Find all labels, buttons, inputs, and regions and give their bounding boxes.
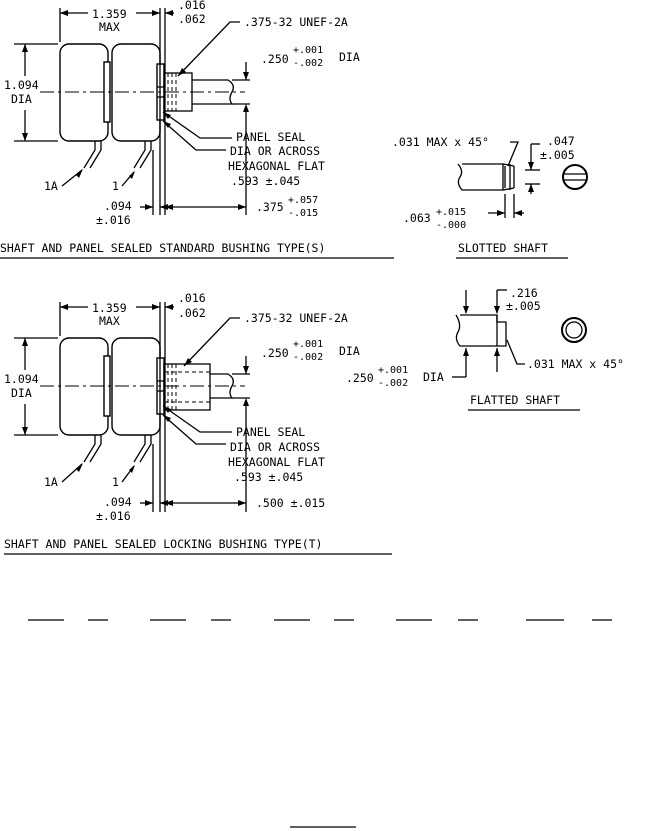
panel-seal-label: PANEL SEAL	[236, 425, 305, 439]
standard-caption: SHAFT AND PANEL SEALED STANDARD BUSHING …	[0, 241, 325, 255]
body-length-dim: 1.359	[92, 7, 127, 21]
locking-bushing-view: 1.359 MAX .016 .062 .375-32 UNEF-2A .250…	[4, 291, 392, 555]
bushing-dim: .500 ±.015	[256, 496, 325, 510]
flatted-caption: FLATTED SHAFT	[470, 393, 560, 407]
blank-form-lines	[28, 619, 612, 828]
shaft-dia-minus: -.002	[293, 58, 323, 69]
flatted-shaft-view: .216 ±.005 .031 MAX x 45° .250 +.001 -.0…	[346, 286, 624, 411]
across-label-2: HEXAGONAL FLAT	[228, 455, 325, 469]
across-label-1: DIA OR ACROSS	[230, 440, 320, 454]
shaft-dia-suffix: DIA	[339, 50, 360, 64]
flange-top-dim: .016	[178, 291, 206, 305]
slotted-end-view	[562, 164, 588, 190]
flatted-dia-plus: +.001	[378, 365, 408, 376]
bushing-plus-dim: +.057	[288, 195, 318, 206]
bushing-minus-dim: -.015	[288, 208, 318, 219]
flatted-dia-nom: .250	[346, 371, 374, 385]
slotted-chamfer: .031 MAX x 45°	[392, 135, 489, 149]
hex-dim: .593 ±.045	[231, 174, 300, 188]
wall-nom-dim: .094	[104, 199, 132, 213]
flange-bot-dim: .062	[178, 12, 206, 26]
across-label-1: DIA OR ACROSS	[230, 144, 320, 158]
locking-caption: SHAFT AND PANEL SEALED LOCKING BUSHING T…	[4, 537, 323, 551]
panel-seal-label: PANEL SEAL	[236, 130, 305, 144]
slotted-caption: SLOTTED SHAFT	[458, 241, 548, 255]
body-length-dim: 1.359	[92, 301, 127, 315]
thread-callout: .375-32 UNEF-2A	[244, 311, 348, 325]
slot-depth-plus: +.015	[436, 207, 466, 218]
wall-tol-dim: ±.016	[96, 509, 131, 523]
body-length-note: MAX	[99, 314, 120, 328]
body-dia-dim: 1.094	[4, 372, 39, 386]
body-length-note: MAX	[99, 20, 120, 34]
body-dia-note: DIA	[11, 386, 32, 400]
slot-width: .047	[547, 134, 575, 148]
flatted-end-view-outer	[561, 317, 587, 343]
shaft-dia-minus: -.002	[293, 352, 323, 363]
locking-bushing	[163, 363, 211, 411]
shaft-dia-plus: +.001	[293, 45, 323, 56]
flatted-chamfer: .031 MAX x 45°	[527, 357, 624, 371]
shaft-dia-plus: +.001	[293, 339, 323, 350]
shaft-dia-suffix: DIA	[339, 344, 360, 358]
flatted-dia-suffix: DIA	[423, 370, 444, 384]
wall-tol-dim: ±.016	[96, 213, 131, 227]
body-dia-note: DIA	[11, 92, 32, 106]
slot-depth-nom: .063	[403, 211, 431, 225]
hex-dim: .593 ±.045	[234, 470, 303, 484]
slot-depth-minus: -.000	[436, 220, 466, 231]
terminal-1-label: 1	[112, 179, 119, 193]
flatted-dia-minus: -.002	[378, 378, 408, 389]
terminal-1a-label: 1A	[44, 475, 58, 489]
across-label-2: HEXAGONAL FLAT	[228, 159, 325, 173]
shaft-dia-nom: .250	[261, 52, 289, 66]
terminal-1	[133, 141, 146, 169]
body-dia-dim: 1.094	[4, 78, 39, 92]
slot-width-tol: ±.005	[540, 148, 575, 162]
flange-bot-dim: .062	[178, 306, 206, 320]
flatted-end-view-inner	[565, 321, 583, 339]
bushing-nom-dim: .375	[256, 200, 284, 214]
slotted-shaft	[457, 163, 504, 191]
terminal-1a-label: 1A	[44, 179, 58, 193]
flatted-shaft	[455, 314, 507, 347]
terminal-1a	[83, 141, 96, 169]
wall-nom-dim: .094	[104, 495, 132, 509]
terminal-1	[133, 435, 146, 463]
standard-bushing-view: 1.359 MAX .016 .062 .375-32 UNEF-2A .250…	[0, 0, 394, 259]
terminal-1-label: 1	[112, 475, 119, 489]
flat-dim: .216	[510, 286, 538, 300]
shaft	[192, 79, 234, 105]
flange-top-dim: .016	[178, 0, 206, 12]
shaft-dia-nom: .250	[261, 346, 289, 360]
thread-callout: .375-32 UNEF-2A	[244, 15, 348, 29]
flat-tol: ±.005	[506, 299, 541, 313]
terminal-1a	[83, 435, 96, 463]
shaft	[210, 373, 234, 399]
slotted-shaft-view: .031 MAX x 45° .047 ±.005 .063 +.015 -.0…	[392, 134, 588, 259]
